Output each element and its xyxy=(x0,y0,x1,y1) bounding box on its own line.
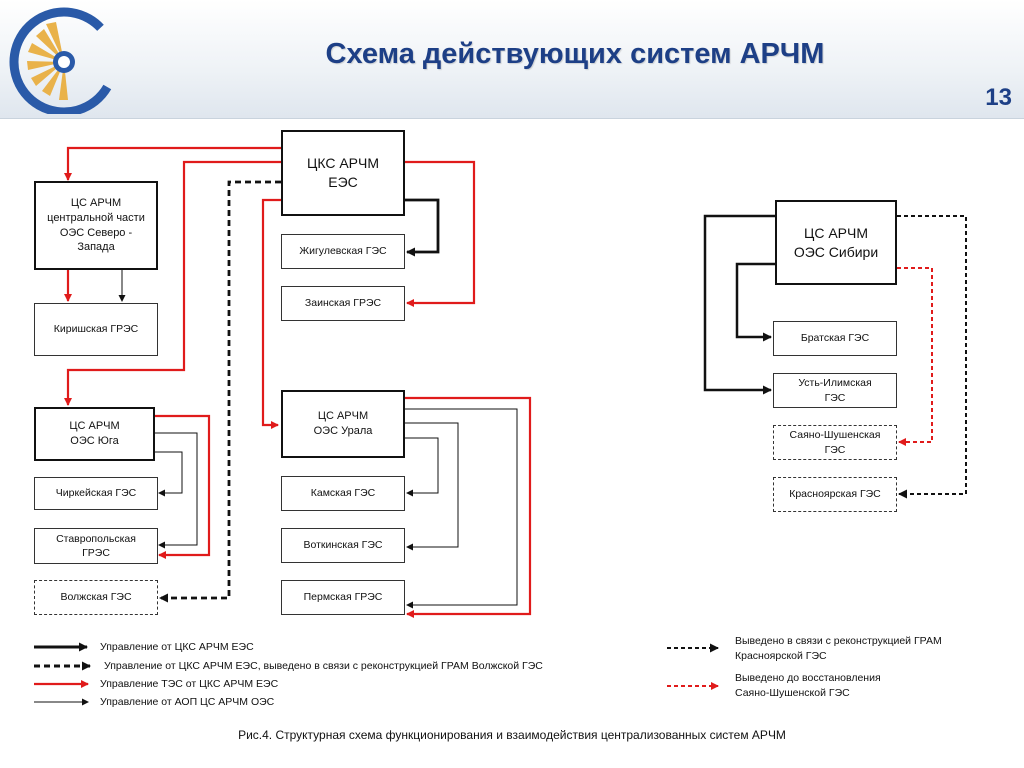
slide-header: Схема действующих систем АРЧМ 13 xyxy=(0,0,1024,119)
volzhskaya-node: Волжская ГЭС xyxy=(34,580,158,615)
krasnoyarsk-node: Красноярская ГЭС xyxy=(773,477,897,512)
thick-dashed-control-lines xyxy=(159,180,281,603)
votkinsk-node: Воткинская ГЭС xyxy=(281,528,405,563)
perm-node: Пермская ГРЭС xyxy=(281,580,405,615)
legend-thin-black: Управление от АОП ЦС АРЧМ ОЭС xyxy=(100,696,275,708)
legend-dotted-red: Выведено до восстановления Саяно-Шушенск… xyxy=(735,672,881,700)
chirkey-node: Чиркейская ГЭС xyxy=(34,477,158,510)
legend-dotted-black: Выведено в связи с реконструкцией ГРАМ К… xyxy=(735,635,942,663)
stavropol-node: Ставропольская ГРЭС xyxy=(34,528,158,564)
red-control-lines xyxy=(64,146,532,618)
thick-black-control-lines xyxy=(405,198,440,257)
ust-ilimsk-node: Усть-Илимская ГЭС xyxy=(773,373,897,408)
siberia-control-lines xyxy=(703,214,775,395)
cks-ees-node: ЦКС АРЧМ ЕЭС xyxy=(281,130,405,216)
cs-northwest-node: ЦС АРЧМ центральной части ОЭС Северо - З… xyxy=(34,181,158,270)
page-title: Схема действующих систем АРЧМ xyxy=(325,38,825,70)
page-number: 13 xyxy=(985,84,1012,111)
cs-south-node: ЦС АРЧМ ОЭС Юга xyxy=(34,407,155,461)
siberia-dotted-black-line xyxy=(897,215,967,499)
legend-red: Управление ТЭС от ЦКС АРЧМ ЕЭС xyxy=(100,678,279,690)
company-logo-icon xyxy=(9,7,116,114)
sayano-node: Саяно-Шушенская ГЭС xyxy=(773,425,897,460)
siberia-dotted-red-line xyxy=(897,267,933,446)
legend-thick-black: Управление от ЦКС АРЧМ ЕЭС xyxy=(100,641,254,653)
zainsk-node: Заинская ГРЭС xyxy=(281,286,405,321)
legend-lines xyxy=(34,642,719,706)
figure-caption: Рис.4. Структурная схема функционировани… xyxy=(238,728,786,742)
kama-node: Камская ГЭС xyxy=(281,476,405,511)
bratsk-node: Братская ГЭС xyxy=(773,321,897,356)
cs-siberia-node: ЦС АРЧМ ОЭС Сибири xyxy=(775,200,897,285)
kirishi-node: Киришская ГРЭС xyxy=(34,303,158,356)
cs-ural-node: ЦС АРЧМ ОЭС Урала xyxy=(281,390,405,458)
legend-thick-dashed: Управление от ЦКС АРЧМ ЕЭС, выведено в с… xyxy=(104,660,543,672)
zhiguli-node: Жигулевская ГЭС xyxy=(281,234,405,269)
thin-control-lines xyxy=(118,270,518,609)
